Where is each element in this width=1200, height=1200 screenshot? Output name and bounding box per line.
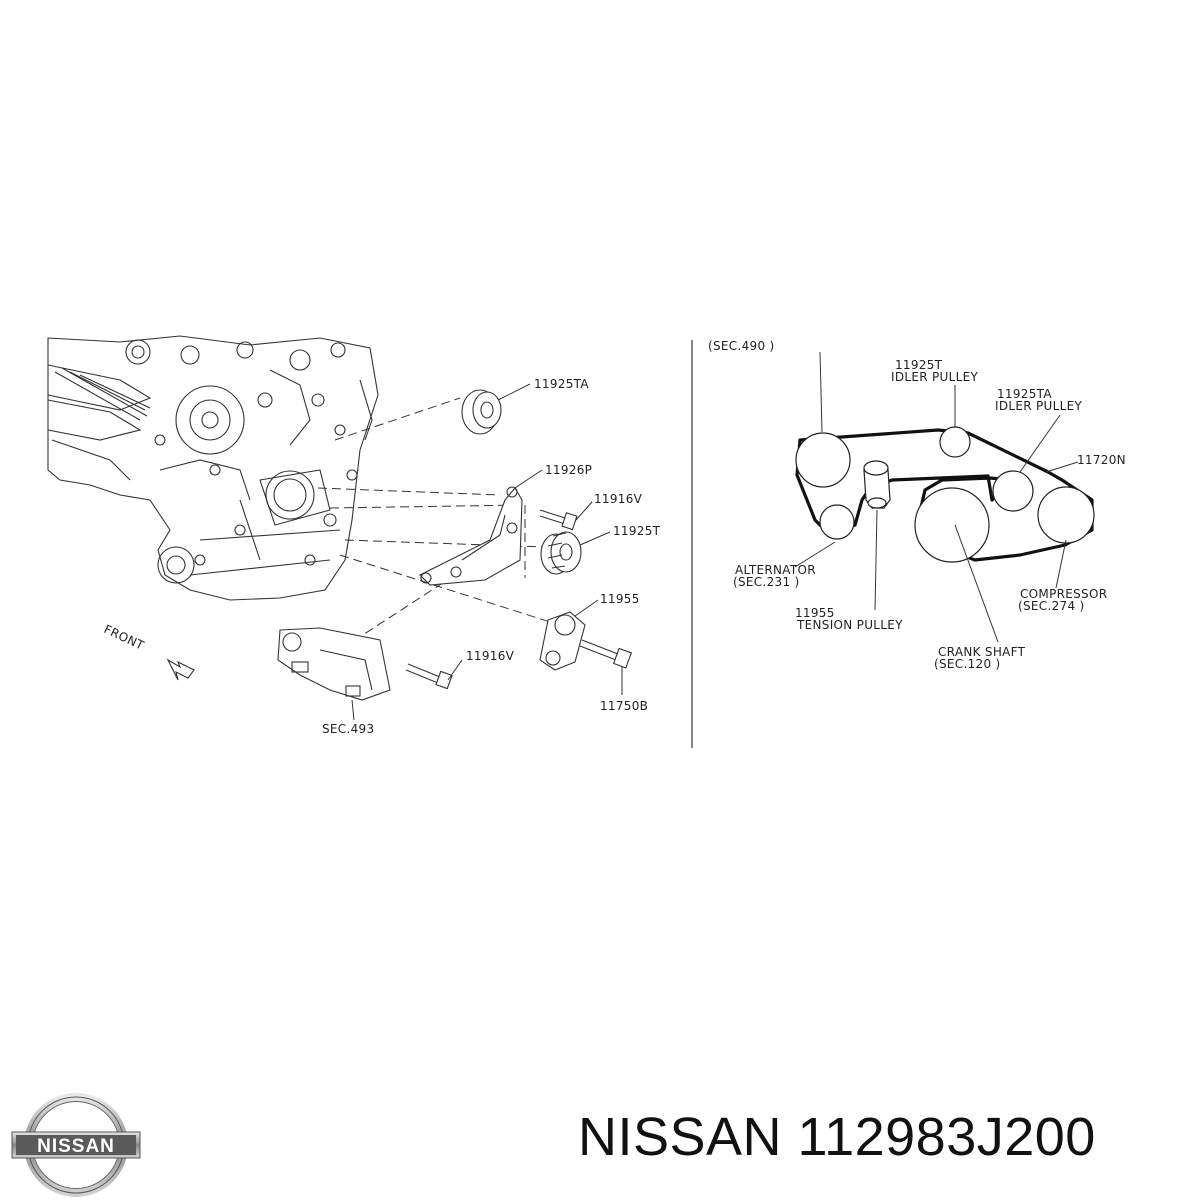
label-11916v-bottom: 11916V: [466, 649, 515, 663]
crank-shaft-pulley: [914, 487, 990, 563]
label-alternator-name: ALTERNATOR: [735, 563, 816, 577]
pulleys: [795, 426, 1095, 563]
bracket-sec493-part: [277, 627, 391, 701]
idler-pulley-11925t-part: [540, 531, 582, 575]
label-11925t: 11925T: [613, 524, 661, 538]
tensioner-11955-part: [539, 611, 586, 671]
front-label: FRONT: [102, 622, 147, 653]
label-idler-t-num: 11925T: [895, 358, 943, 372]
idler-pulley-11925ta-part: [461, 389, 502, 435]
label-idler-ta-num: 11925TA: [997, 387, 1052, 401]
label-compressor-name: COMPRESSOR: [1020, 587, 1107, 601]
alternator-pulley: [819, 504, 855, 540]
label-11925ta: 11925TA: [534, 377, 589, 391]
bolt-11750b-part: [579, 639, 633, 669]
front-direction-indicator: FRONT: [102, 622, 195, 681]
label-sec493: SEC.493: [322, 722, 374, 736]
label-tension-num: 11955: [795, 606, 835, 620]
alignment-lines: [317, 397, 551, 641]
label-idler-t-name: IDLER PULLEY: [891, 370, 978, 384]
label-crank-sec: (SEC.120 ): [934, 657, 1000, 671]
label-11926p: 11926P: [545, 463, 592, 477]
label-compressor-sec: (SEC.274 ): [1018, 599, 1084, 613]
label-alternator-sec: (SEC.231 ): [733, 575, 799, 589]
logo-word: NISSAN: [37, 1136, 115, 1157]
label-idler-ta-name: IDLER PULLEY: [995, 399, 1082, 413]
right-leader-lines: [794, 351, 1079, 643]
compressor-pulley: [1037, 486, 1095, 544]
drive-belt: [795, 428, 1094, 562]
idler-pulley-11925ta: [992, 470, 1034, 512]
top-left-pulley: [795, 432, 851, 488]
left-part-labels: 11925TA 11926P 11916V 11925T 11955 11916…: [322, 377, 661, 736]
idler-pulley-11925t: [939, 426, 971, 458]
bolt-11916v-top-part: [539, 509, 578, 531]
front-arrow-icon: [166, 658, 195, 681]
label-crank-name: CRANK SHAFT: [938, 645, 1026, 659]
engine-block-drawing: [47, 335, 379, 601]
label-belt-num: 11720N: [1077, 453, 1126, 467]
bracket-11926p-part: [419, 486, 523, 586]
bolt-11916v-bottom-part: [405, 663, 453, 690]
nissan-logo: NISSAN: [11, 1093, 141, 1197]
label-11916v-top: 11916V: [594, 492, 643, 506]
right-labels: (SEC.490 ) 11925T IDLER PULLEY 11925TA I…: [708, 339, 1126, 671]
label-11955: 11955: [600, 592, 640, 606]
label-tension-name: TENSION PULLEY: [796, 618, 903, 632]
belt-routing: [795, 428, 1094, 562]
left-leader-lines: [351, 383, 623, 721]
part-number-caption: NISSAN 112983J200: [578, 1107, 1096, 1167]
label-top-sec: (SEC.490 ): [708, 339, 774, 353]
label-11750b: 11750B: [600, 699, 648, 713]
tension-pulley: [863, 460, 891, 509]
